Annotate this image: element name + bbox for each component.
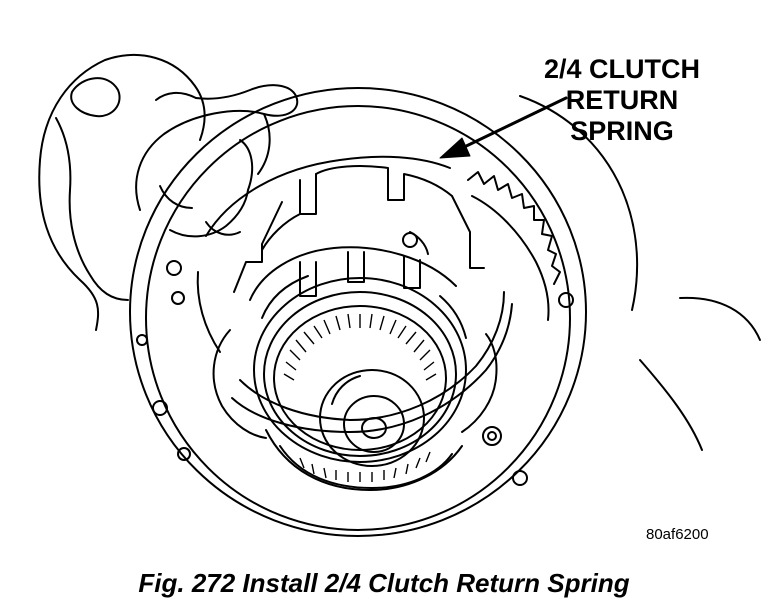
callout-line-1: 2/4 CLUTCH	[543, 54, 700, 84]
clutch-plate-hatching	[283, 313, 437, 381]
bolt-hole	[512, 470, 528, 486]
bolt-hole	[152, 400, 168, 416]
bolt-hole	[482, 426, 502, 446]
lower-gear-hatching	[299, 451, 431, 482]
return-spring-band-upper	[205, 155, 451, 237]
inner-hub	[319, 369, 425, 467]
return-spring-band-lower	[231, 303, 513, 433]
bolt-hole	[558, 292, 574, 308]
housing-outline-right	[519, 95, 639, 311]
housing-outline-left	[39, 54, 206, 161]
lower-gear-ring	[265, 429, 463, 491]
bolt-hole	[171, 291, 185, 305]
bolt-hole	[166, 260, 182, 276]
figure-id: 80af6200	[646, 526, 709, 543]
clutch-pack-ring	[253, 277, 467, 463]
callout-line-3: SPRING	[570, 116, 674, 146]
callout-line-2: RETURN	[565, 85, 679, 115]
bolt-hole	[177, 447, 191, 461]
case-flange-outer	[129, 87, 587, 537]
callout-leader-arrow	[456, 96, 568, 152]
gear-teeth-segment	[467, 171, 561, 285]
technician-hand	[135, 84, 299, 211]
callout-label: 2/4 CLUTCH RETURN SPRING	[522, 54, 722, 147]
bolt-hole	[136, 334, 148, 346]
figure-caption: Fig. 272 Install 2/4 Clutch Return Sprin…	[138, 568, 630, 598]
